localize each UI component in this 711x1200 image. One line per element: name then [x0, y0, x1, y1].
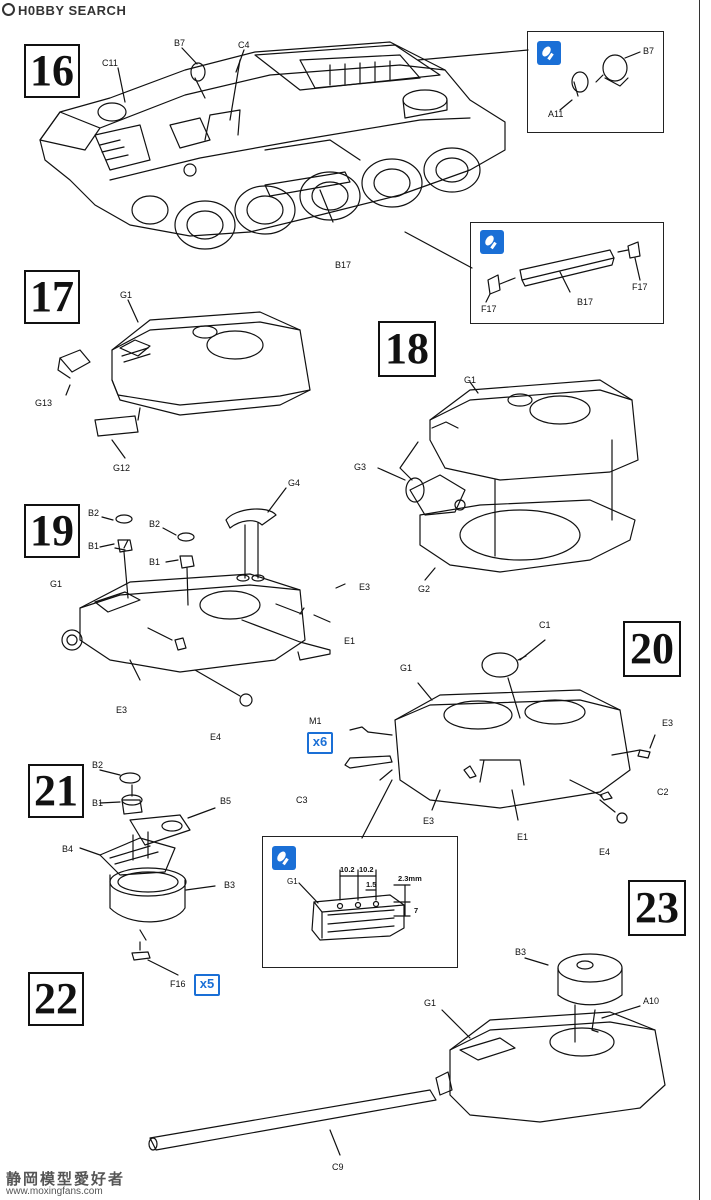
inset-dim-c: 1.5: [366, 880, 376, 889]
inset-b-label-f17-right: F17: [632, 282, 648, 292]
s21-label-b5: B5: [220, 796, 231, 806]
s23-label-c9: C9: [332, 1162, 344, 1172]
s17-label-g1: G1: [120, 290, 132, 300]
s20-label-e3a: E3: [662, 718, 673, 728]
s23-label-g1: G1: [424, 998, 436, 1008]
inset-step16-b7: [527, 31, 664, 133]
inset-dim-a: 10.2: [340, 865, 355, 874]
s22-label-f16: F16: [170, 979, 186, 989]
inset-a-label-a11: A11: [548, 109, 563, 119]
glue-icon: [272, 846, 296, 870]
inset-b-label-b17: B17: [577, 297, 593, 307]
s19-label-b2b: B2: [149, 519, 160, 529]
inset-b-parts: [485, 241, 641, 303]
inset-step16-b17: [470, 222, 664, 324]
s19-label-g1: G1: [50, 579, 62, 589]
label-b17: B17: [335, 260, 351, 270]
s20-label-m1: M1: [309, 716, 322, 726]
inset-dim-b: 10.2: [359, 865, 374, 874]
site-watermark-header: H0BBY SEARCH: [2, 3, 126, 18]
s19-label-g4: G4: [288, 478, 300, 488]
step-22-number: 22: [28, 972, 84, 1026]
step23-turret-drawing: [148, 953, 666, 1156]
s19-label-e3a: E3: [359, 582, 370, 592]
inset-label-g1: G1: [287, 877, 298, 886]
s19-label-e4: E4: [210, 732, 221, 742]
label-b7: B7: [174, 38, 185, 48]
step20-inset-drawing: [298, 869, 411, 941]
step-21-number: 21: [28, 764, 84, 818]
s19-label-e1: E1: [344, 636, 355, 646]
s20-label-c1: C1: [539, 620, 551, 630]
inset-a-label-b7: B7: [643, 46, 654, 56]
step-23-number: 23: [628, 880, 686, 936]
label-c4: C4: [238, 40, 250, 50]
step17-turret-drawing: [57, 299, 311, 459]
s18-label-g1: G1: [464, 375, 476, 385]
step-17-number: 17: [24, 270, 80, 324]
s20-label-g1: G1: [400, 663, 412, 673]
s17-label-g13: G13: [35, 398, 52, 408]
glue-icon: [537, 41, 561, 65]
s21-label-b4: B4: [62, 844, 73, 854]
s20-label-e3b: E3: [423, 816, 434, 826]
step-19-number: 19: [24, 504, 80, 558]
step21-cupola-drawing: [79, 769, 216, 976]
inset-step20-detail: [262, 836, 458, 968]
watermark-cn: 静岡模型愛好者: [6, 1171, 126, 1188]
s21-label-b1: B1: [92, 798, 103, 808]
inset-a-parts: [559, 51, 641, 111]
s20-label-e1: E1: [517, 832, 528, 842]
s23-label-b3: B3: [515, 947, 526, 957]
glue-icon: [480, 230, 504, 254]
step19-turret-drawing: [61, 487, 346, 707]
s23-label-a10: A10: [643, 996, 659, 1006]
step18-turret-drawing: [377, 379, 639, 581]
s20-label-e4: E4: [599, 847, 610, 857]
s19-label-e3b: E3: [116, 705, 127, 715]
s21-label-b3: B3: [224, 880, 235, 890]
s21-label-b2: B2: [92, 760, 103, 770]
step20-turret-drawing: [344, 639, 656, 839]
s17-label-g12: G12: [113, 463, 130, 473]
magnifier-icon: [2, 3, 15, 16]
s19-label-b1a: B1: [88, 541, 99, 551]
page-border-right: [699, 0, 700, 1200]
step-20-number: 20: [623, 621, 681, 677]
inset-dim-d: 2.3mm: [398, 874, 422, 883]
count-badge-m1: x6: [307, 732, 333, 754]
s18-label-g2: G2: [418, 584, 430, 594]
s19-label-b2a: B2: [88, 508, 99, 518]
road-wheels: [131, 147, 481, 250]
inset-dim-e: 7: [414, 906, 418, 915]
watermark-url: www.moxingfans.com: [6, 1186, 103, 1197]
step-18-number: 18: [378, 321, 436, 377]
inset-b-label-f17-left: F17: [481, 304, 497, 314]
step-16-number: 16: [24, 44, 80, 98]
s20-label-c2: C2: [657, 787, 669, 797]
s18-label-g3: G3: [354, 462, 366, 472]
count-badge-f16: x5: [194, 974, 220, 996]
header-brand-text: H0BBY SEARCH: [18, 3, 127, 18]
label-c11: C11: [102, 58, 118, 68]
step16-hull-drawing: [39, 41, 529, 269]
s20-label-c3: C3: [296, 795, 308, 805]
s19-label-b1b: B1: [149, 557, 160, 567]
